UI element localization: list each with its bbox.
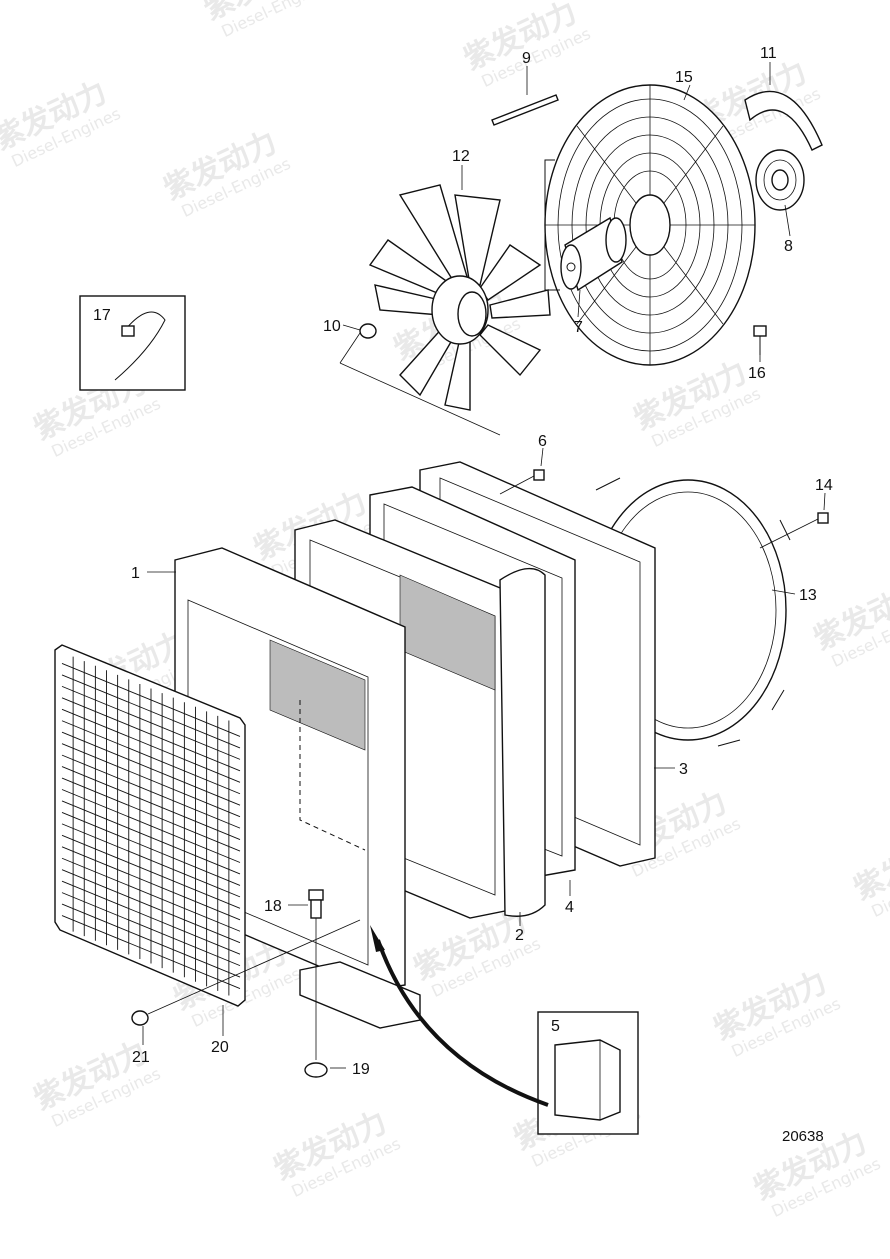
fan-hub xyxy=(560,216,627,292)
drive-belt xyxy=(744,90,823,151)
callout-8: 8 xyxy=(784,238,793,255)
drawing-number: 20638 xyxy=(782,1128,824,1145)
callout-11: 11 xyxy=(760,45,777,62)
callout-7: 7 xyxy=(574,319,583,336)
callout-4: 4 xyxy=(565,899,574,916)
nut xyxy=(359,323,377,339)
mesh-guard xyxy=(54,644,246,1007)
callout-labels: 1 2 3 4 5 6 7 8 9 10 11 12 13 14 15 16 1… xyxy=(93,45,833,1078)
pointer-arrow xyxy=(376,939,549,1107)
callout-17: 17 xyxy=(93,307,111,324)
callout-15: 15 xyxy=(675,69,693,86)
callout-1: 1 xyxy=(131,565,140,582)
bolt xyxy=(753,325,767,355)
callout-12: 12 xyxy=(452,148,470,165)
leader-lines xyxy=(142,62,826,1069)
nut xyxy=(304,1062,328,1078)
callout-5: 5 xyxy=(551,1018,560,1035)
fan-blade-assembly xyxy=(339,184,551,436)
callout-18: 18 xyxy=(264,898,282,915)
callout-19: 19 xyxy=(352,1061,370,1078)
callout-13: 13 xyxy=(799,587,817,604)
callout-21: 21 xyxy=(132,1049,150,1066)
pulley xyxy=(755,149,805,211)
bolt xyxy=(308,889,324,1060)
callout-3: 3 xyxy=(679,761,688,778)
bolt xyxy=(499,469,545,495)
callout-6: 6 xyxy=(538,433,547,450)
callout-9: 9 xyxy=(522,50,531,67)
stud xyxy=(491,94,559,126)
arrow-head xyxy=(370,925,385,952)
bracket-inset xyxy=(537,1011,639,1135)
cable-tie-inset xyxy=(79,295,186,391)
callout-14: 14 xyxy=(815,477,833,494)
callout-2: 2 xyxy=(515,927,524,944)
watermark-cn: 紫发动力 xyxy=(849,825,890,907)
callout-20: 20 xyxy=(211,1039,229,1056)
bolt xyxy=(131,919,361,1026)
callout-16: 16 xyxy=(748,365,766,382)
bolt xyxy=(759,512,829,549)
callout-10: 10 xyxy=(323,318,341,335)
